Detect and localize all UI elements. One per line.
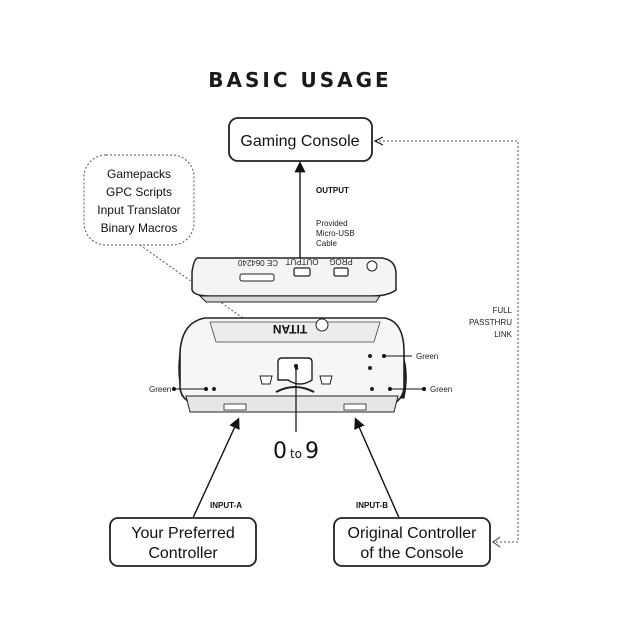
passthru-link-line — [376, 141, 519, 543]
right-select-button — [319, 375, 333, 385]
cable-label-line: Cable — [316, 239, 337, 248]
cable-label-line: Micro-USB — [316, 229, 355, 238]
led-left-icon — [212, 387, 216, 391]
feature-item: GPC Scripts — [106, 185, 172, 199]
slot-display — [277, 357, 313, 385]
cable-label-line: Provided — [316, 219, 348, 228]
led-label-right-bottom: Green — [430, 385, 452, 394]
prog-port — [333, 267, 349, 277]
input-b-label: INPUT-B — [356, 501, 388, 510]
passthru-label-line: LINK — [494, 330, 512, 339]
passthru-link-arrow-icon — [492, 536, 501, 548]
slot-display-digit-icon: ◔ — [290, 361, 300, 378]
gaming-console-box: Gaming Console — [228, 117, 373, 162]
output-label: OUTPUT — [316, 186, 349, 195]
original-controller-box: Original Controller of the Console — [333, 517, 491, 567]
feature-item: Binary Macros — [101, 221, 178, 235]
original-controller-label: of the Console — [360, 545, 463, 562]
preferred-controller-label: Your Preferred — [131, 525, 234, 542]
led-bottom-right-icon — [370, 387, 374, 391]
preferred-controller-label: Controller — [148, 545, 218, 562]
input-a-arrow — [191, 417, 240, 521]
passthru-label-line: PASSTHRU — [469, 318, 512, 327]
led-label-right-top: Green — [416, 352, 438, 361]
brand-logo-icon — [315, 318, 329, 332]
led-label-left: Green — [149, 385, 171, 394]
port-label: PROG — [329, 257, 353, 266]
preferred-controller-box: Your Preferred Controller — [109, 517, 257, 567]
diagram-title: BASIC USAGE — [208, 68, 391, 92]
gaming-console-label: Gaming Console — [240, 133, 359, 150]
left-select-button — [259, 375, 273, 385]
port-label: OUTPUT — [285, 257, 318, 266]
input-b-arrow — [354, 417, 401, 521]
led-mid-right-icon — [368, 366, 372, 370]
device-front-view: TITAN ◔ — [178, 317, 407, 413]
original-controller-label: Original Controller — [348, 525, 478, 542]
port-label: CE 064240 — [237, 258, 278, 267]
device-back-view: CE 064240 OUTPUT PROG — [191, 257, 397, 303]
feature-item: Input Translator — [97, 203, 180, 217]
passthru-label-line: FULL — [492, 306, 512, 315]
features-callout: Gamepacks GPC Scripts Input Translator B… — [83, 154, 195, 246]
input-a-label: INPUT-A — [210, 501, 242, 510]
led-top-right-icon — [368, 354, 372, 358]
input-a-port — [223, 403, 247, 411]
input-b-port — [343, 403, 367, 411]
brand-logo-text: TITAN — [273, 322, 307, 336]
output-port — [293, 267, 311, 277]
feature-item: Gamepacks — [107, 167, 171, 181]
